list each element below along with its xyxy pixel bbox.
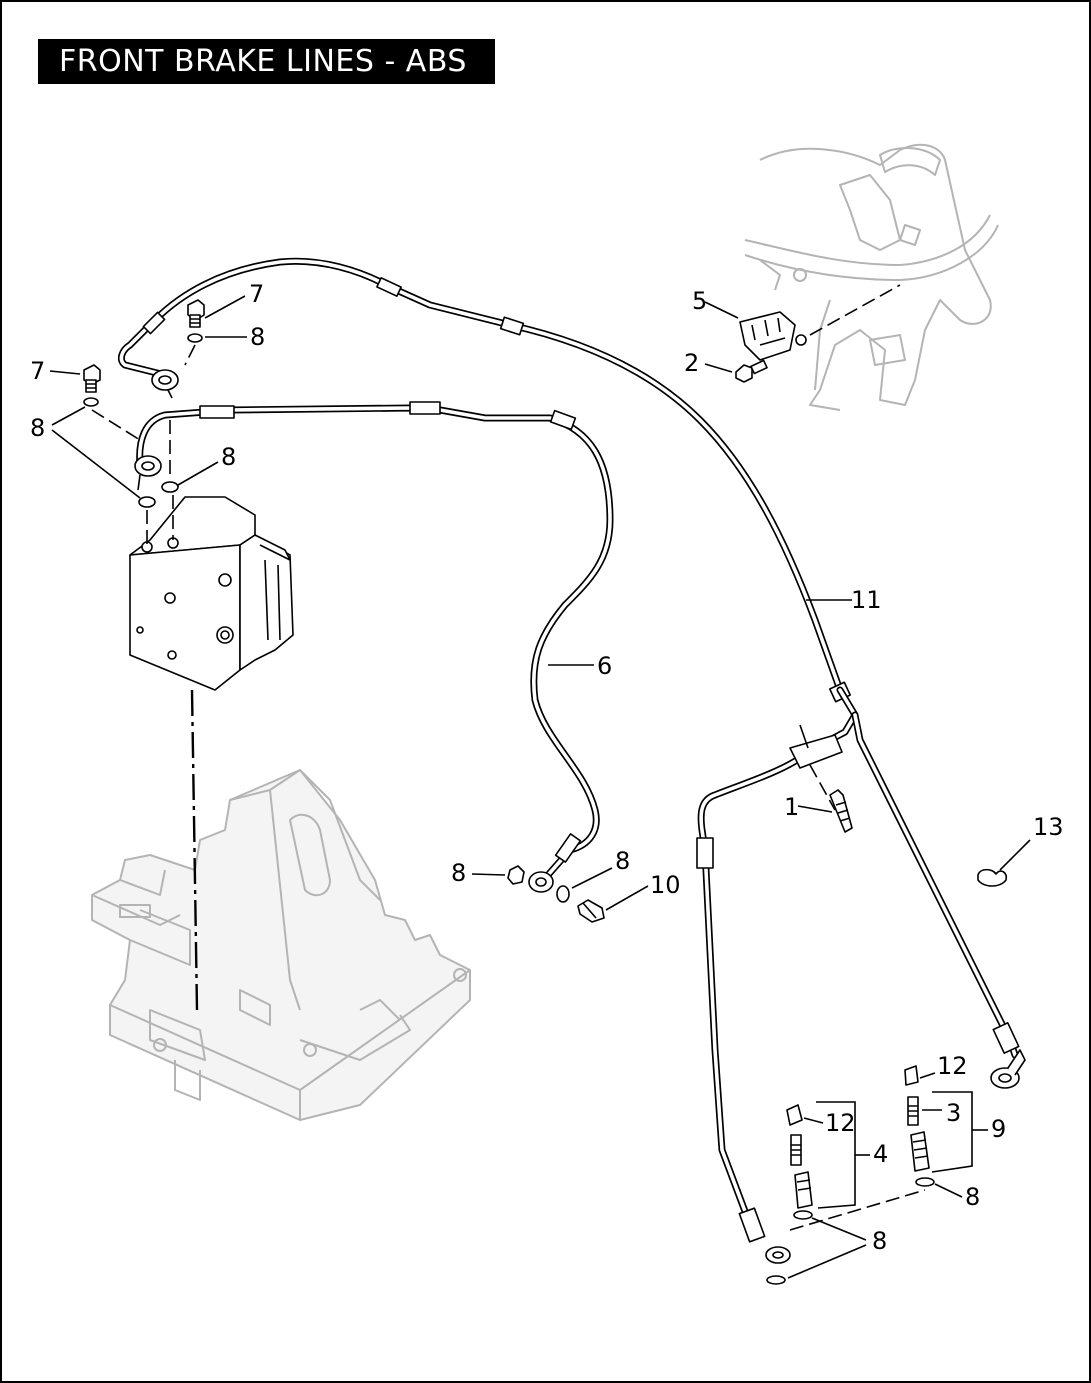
callout-13: 13 <box>1033 813 1064 841</box>
plug-7-left-leader <box>91 409 141 441</box>
leader-lines <box>49 295 1031 1279</box>
abs-bracket-ghost <box>91 769 471 1121</box>
clip-5 <box>739 311 807 361</box>
washer-8-caliper-a <box>507 865 525 885</box>
callout-2: 2 <box>684 349 699 377</box>
plug-7-upper <box>187 299 205 328</box>
brake-line-tee <box>696 686 1020 1243</box>
bleeder-leader-dash <box>789 1189 926 1231</box>
washer-8-bleeder-4 <box>793 1210 813 1220</box>
callout-8-caliper-a: 8 <box>451 859 466 887</box>
callout-1: 1 <box>784 793 799 821</box>
diagram-title: FRONT BRAKE LINES - ABS <box>38 39 495 84</box>
washer-8-abs-b <box>161 481 179 493</box>
bleeder-assembly-4 <box>786 1104 813 1209</box>
callout-8-lower: 8 <box>872 1227 887 1255</box>
plug-7-left <box>83 364 101 393</box>
washer-8-abs-a <box>138 496 156 508</box>
callout-9: 9 <box>991 1115 1006 1143</box>
callout-10: 10 <box>650 871 681 899</box>
callouts: 1 2 3 4 5 6 7 7 8 8 8 8 8 8 8 9 10 11 12… <box>30 280 1064 1255</box>
bolt-1 <box>829 789 853 833</box>
banjo-fitting-upper <box>151 369 179 399</box>
bleeder-assembly-9 <box>904 1065 930 1172</box>
clip-13 <box>977 868 1008 887</box>
brake-line-11 <box>117 257 852 703</box>
abs-module <box>129 496 294 691</box>
banjo-fitting-caliper-right <box>990 1049 1026 1089</box>
callout-5: 5 <box>692 287 707 315</box>
washer-8-lower <box>766 1275 786 1285</box>
steering-head-ghost <box>744 143 999 411</box>
callout-8-bleeder-9: 8 <box>965 1183 980 1211</box>
callout-12-right: 12 <box>937 1052 968 1080</box>
callout-11: 11 <box>851 586 882 614</box>
brake-line-6 <box>136 401 614 879</box>
callout-8-upper: 8 <box>250 323 265 351</box>
callout-6: 6 <box>597 652 612 680</box>
callout-8-abs: 8 <box>221 443 236 471</box>
washer-8-upper <box>187 333 203 343</box>
callout-8-left: 8 <box>30 414 45 442</box>
banjo-fitting-lower <box>134 455 162 491</box>
callout-12-left: 12 <box>825 1109 856 1137</box>
bolt-2 <box>735 359 768 383</box>
washer-8-caliper-b <box>556 885 570 903</box>
plug-7-upper-leader <box>184 344 196 366</box>
banjo-fitting-caliper-left <box>528 871 554 893</box>
callout-8-caliper-b: 8 <box>615 847 630 875</box>
clip-5-leader <box>809 284 901 336</box>
callout-3: 3 <box>946 1099 961 1127</box>
banjo-fitting-caliper-lower <box>765 1246 791 1264</box>
washer-8-left <box>83 397 99 407</box>
callout-4: 4 <box>873 1140 888 1168</box>
callout-7-upper: 7 <box>249 280 264 308</box>
banjo-bolt-10 <box>577 899 605 923</box>
callout-7-left: 7 <box>30 357 45 385</box>
abs-mount-centerline <box>190 689 199 1011</box>
washer-8-bleeder-9 <box>915 1177 935 1187</box>
